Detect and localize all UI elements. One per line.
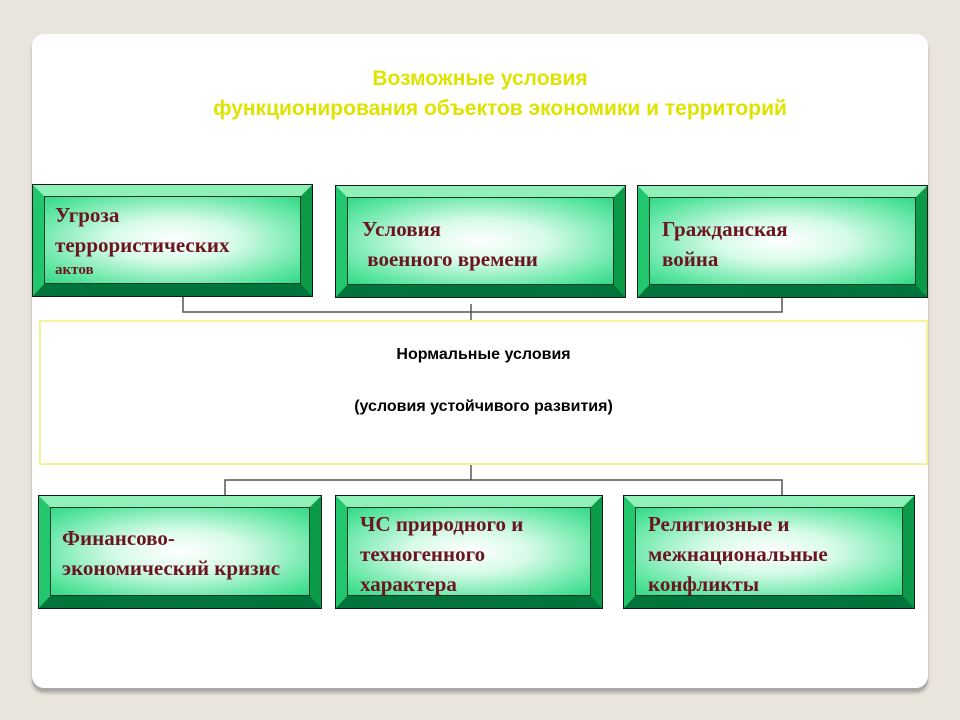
box-terror-threat: [32, 184, 313, 297]
title-line-1: Возможные условия: [372, 67, 588, 90]
box-wartime-conditions-text: Условия военного времени: [362, 217, 538, 271]
center-line-1: Нормальные условия: [396, 346, 571, 363]
box-terror-threat-text: Угроза террористических актов: [55, 203, 230, 278]
box-religious-conflicts-text: Религиозные и межнациональные конфликты: [648, 512, 828, 596]
box-civil-war: [637, 185, 928, 298]
box-wartime-conditions: [335, 185, 626, 298]
diagram-title: Возможные условия функционирования объек…: [40, 64, 960, 124]
box-civil-war-text: Гражданская война: [662, 217, 788, 271]
box-financial-crisis: [38, 495, 322, 609]
box-religious-conflicts: [623, 495, 915, 609]
center-line-2: (условия устойчивого развития): [354, 398, 613, 415]
box-emergency-situations-text: ЧС природного и техногенного характера: [360, 512, 524, 596]
title-line-2: функционирования объектов экономики и те…: [213, 97, 787, 120]
box-financial-crisis-text: Финансово- экономический кризис: [62, 526, 281, 580]
box-emergency-situations: [335, 495, 603, 609]
center-box-normal-conditions: Нормальные условия (условия устойчивого …: [39, 320, 928, 465]
